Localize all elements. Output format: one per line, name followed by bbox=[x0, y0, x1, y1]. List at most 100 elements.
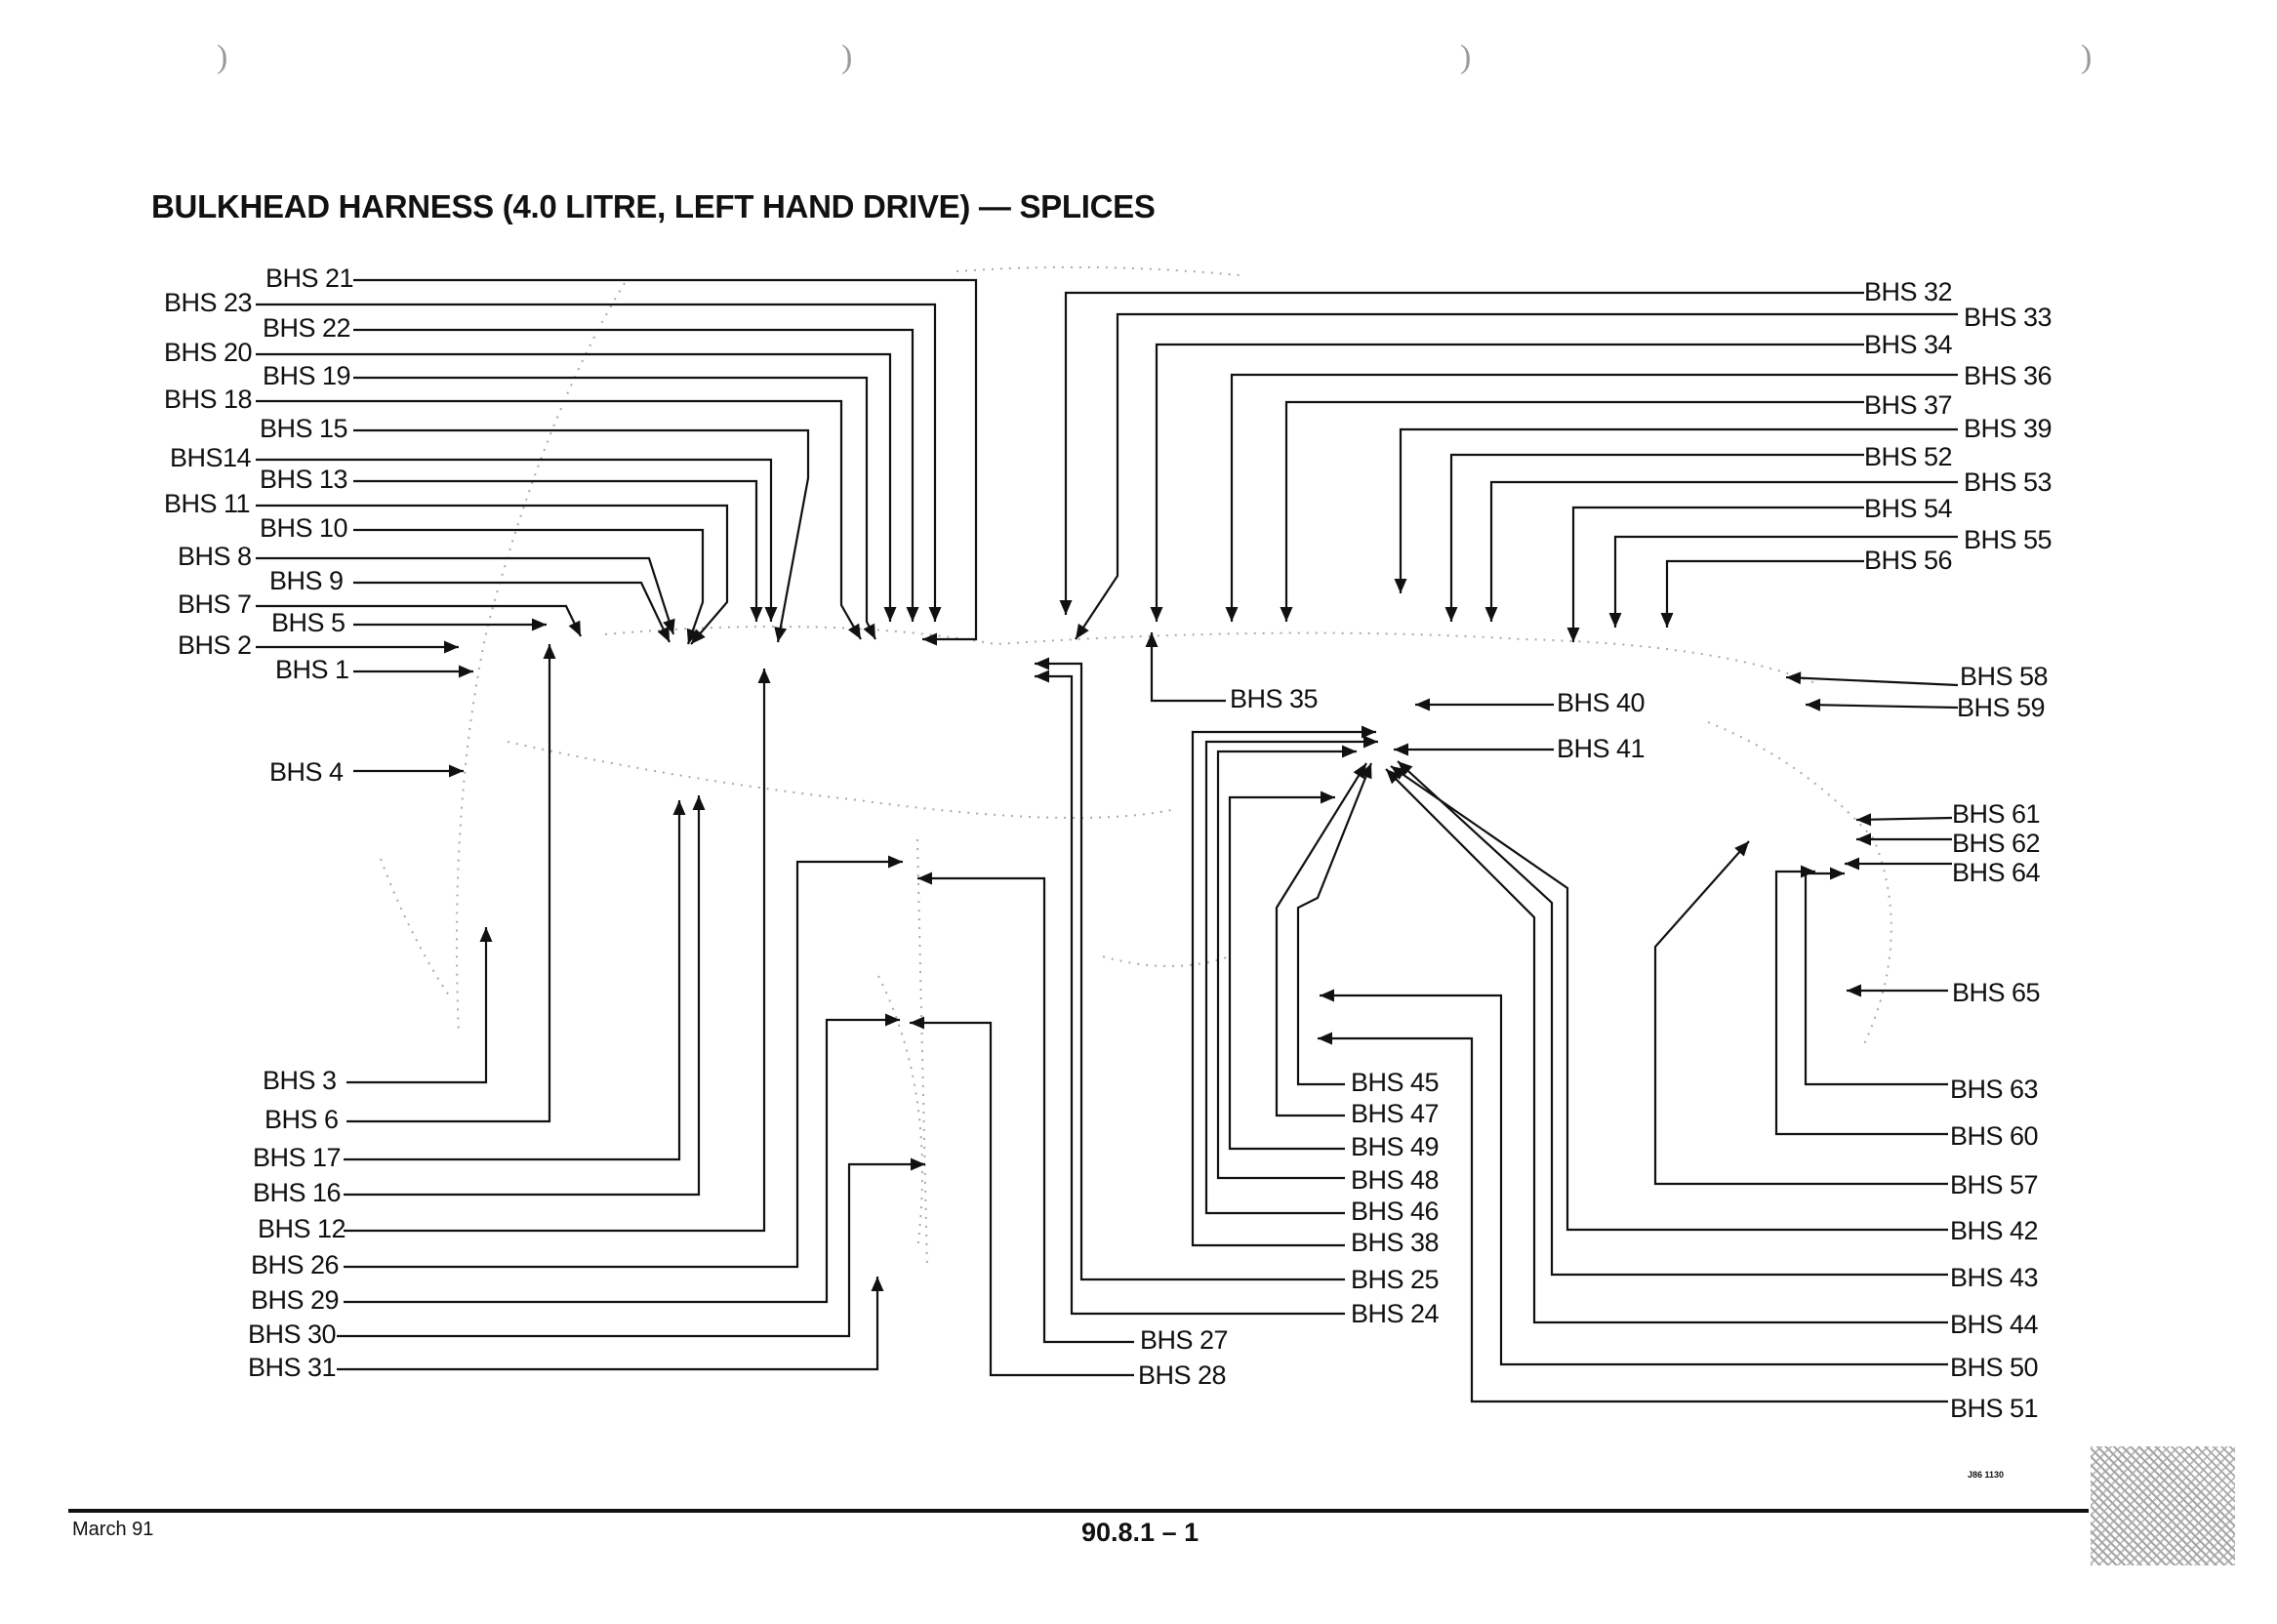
splice-bhs-16-arrow bbox=[692, 795, 706, 810]
splice-bhs-32-leader bbox=[1064, 291, 1864, 615]
splice-bhs-58-leader bbox=[1785, 675, 1959, 687]
splice-bhs-37-arrow bbox=[1280, 607, 1293, 622]
splice-bhs-24-leader bbox=[1035, 674, 1345, 1316]
splice-bhs-44-arrow bbox=[1386, 769, 1402, 785]
splice-bhs14-arrow bbox=[764, 607, 778, 622]
splice-bhs-13-arrow bbox=[750, 607, 763, 622]
splice-bhs-10-arrow bbox=[686, 628, 700, 644]
splice-bhs-7-label: BHS 7 bbox=[178, 589, 252, 619]
splice-bhs14-leader bbox=[256, 458, 773, 622]
splice-bhs-28-arrow bbox=[910, 1016, 924, 1030]
splice-bhs-27-arrow bbox=[917, 872, 932, 885]
splice-bhs-45-leader bbox=[1296, 762, 1373, 1086]
outline-trace bbox=[456, 282, 626, 1035]
splice-bhs-6-leader bbox=[346, 644, 551, 1123]
splice-bhs-46-leader bbox=[1204, 740, 1378, 1215]
splice-bhs-61-arrow bbox=[1856, 813, 1872, 827]
splice-bhs-20-arrow bbox=[883, 607, 897, 622]
splice-bhs-17-arrow bbox=[672, 800, 686, 815]
splice-bhs-29-arrow bbox=[885, 1013, 900, 1027]
splice-bhs-62-label: BHS 62 bbox=[1952, 829, 2040, 858]
splice-bhs-65-label: BHS 65 bbox=[1952, 978, 2040, 1007]
splice-bhs-49-label: BHS 49 bbox=[1351, 1132, 1439, 1161]
splice-bhs-24-label: BHS 24 bbox=[1351, 1299, 1440, 1328]
splice-bhs-43-leader bbox=[1397, 760, 1948, 1277]
splice-bhs-58-label: BHS 58 bbox=[1960, 662, 2048, 691]
splice-bhs-48-arrow bbox=[1342, 745, 1357, 758]
splice-bhs-10-label: BHS 10 bbox=[260, 513, 347, 543]
splice-bhs-8-leader bbox=[256, 556, 675, 635]
outline-trace bbox=[380, 858, 450, 996]
splice-bhs-40-label: BHS 40 bbox=[1557, 688, 1645, 717]
splice-bhs-5-label: BHS 5 bbox=[271, 608, 346, 637]
splice-bhs-11-label: BHS 11 bbox=[164, 489, 250, 518]
splice-bhs-49-leader bbox=[1228, 795, 1345, 1151]
splice-bhs-3-arrow bbox=[479, 927, 493, 942]
splice-bhs-32-label: BHS 32 bbox=[1864, 277, 1952, 306]
splice-bhs-60-label: BHS 60 bbox=[1950, 1121, 2038, 1151]
splice-bhs-56-leader bbox=[1665, 559, 1864, 628]
splice-bhs-35-leader bbox=[1150, 632, 1226, 703]
splice-bhs-52-leader bbox=[1449, 453, 1864, 622]
splice-bhs-17-label: BHS 17 bbox=[253, 1143, 341, 1172]
splice-bhs-36-leader bbox=[1230, 373, 1958, 622]
splice-bhs-12-label: BHS 12 bbox=[258, 1214, 346, 1243]
splice-bhs-55-leader bbox=[1613, 535, 1958, 628]
splice-bhs-25-leader bbox=[1035, 662, 1345, 1281]
splice-bhs-40-arrow bbox=[1415, 698, 1430, 711]
splice-bhs-38-arrow bbox=[1362, 725, 1376, 739]
splice-bhs-1-arrow bbox=[459, 665, 473, 678]
splice-bhs-6-arrow bbox=[543, 644, 556, 659]
splice-bhs-36-arrow bbox=[1225, 607, 1239, 622]
print-stamp bbox=[2091, 1446, 2235, 1565]
splice-bhs-6-label: BHS 6 bbox=[264, 1105, 339, 1134]
splice-bhs-57-label: BHS 57 bbox=[1950, 1170, 2038, 1199]
leader-lines bbox=[256, 278, 1959, 1403]
splice-bhs-44-leader bbox=[1385, 768, 1948, 1324]
splice-bhs-38-label: BHS 38 bbox=[1351, 1228, 1439, 1257]
splice-bhs-64-arrow bbox=[1845, 857, 1859, 871]
splice-bhs-4-arrow bbox=[449, 764, 464, 778]
splice-bhs-49-arrow bbox=[1321, 791, 1335, 804]
splice-bhs-51-label: BHS 51 bbox=[1950, 1394, 2038, 1423]
splice-bhs-33-leader bbox=[1075, 312, 1958, 640]
splice-bhs-26-leader bbox=[344, 860, 903, 1269]
splice-bhs-55-label: BHS 55 bbox=[1964, 525, 2052, 554]
splice-bhs-53-arrow bbox=[1484, 607, 1498, 622]
punch-mark: ) bbox=[841, 39, 853, 75]
splice-bhs-2-arrow bbox=[444, 640, 459, 654]
splice-bhs-19-label: BHS 19 bbox=[263, 361, 350, 390]
splice-bhs-47-label: BHS 47 bbox=[1351, 1099, 1439, 1128]
splice-bhs-45-label: BHS 45 bbox=[1351, 1068, 1439, 1097]
splice-bhs-52-label: BHS 52 bbox=[1864, 442, 1952, 471]
splice-bhs-26-label: BHS 26 bbox=[251, 1250, 339, 1279]
splice-bhs-57-leader bbox=[1653, 840, 1948, 1186]
splice-bhs-21-leader bbox=[353, 278, 978, 641]
splice-bhs-21-arrow bbox=[922, 632, 937, 646]
splice-bhs-58-arrow bbox=[1786, 671, 1802, 685]
splice-bhs-63-arrow bbox=[1830, 867, 1845, 880]
splice-bhs-48-label: BHS 48 bbox=[1351, 1165, 1439, 1195]
outline-trace bbox=[916, 838, 928, 1270]
splice-bhs-35-arrow bbox=[1145, 632, 1159, 647]
splice-bhs-15-leader bbox=[353, 428, 810, 643]
splice-bhs-3-label: BHS 3 bbox=[263, 1066, 337, 1095]
reference-code: J86 1130 bbox=[1968, 1470, 2005, 1480]
splice-bhs-28-leader bbox=[910, 1021, 1134, 1377]
splice-bhs-12-leader bbox=[344, 669, 766, 1233]
splice-bhs-18-label: BHS 18 bbox=[164, 385, 252, 414]
splice-bhs-23-label: BHS 23 bbox=[164, 288, 252, 317]
punch-mark: ) bbox=[2081, 39, 2093, 75]
splice-bhs-18-leader bbox=[256, 399, 862, 640]
splice-bhs-13-leader bbox=[353, 479, 758, 622]
splice-bhs-41-label: BHS 41 bbox=[1557, 734, 1645, 763]
splice-bhs-34-label: BHS 34 bbox=[1864, 330, 1953, 359]
splice-bhs-59-leader bbox=[1805, 703, 1959, 710]
splice-bhs-28-label: BHS 28 bbox=[1138, 1360, 1226, 1390]
outline-trace bbox=[956, 265, 1240, 276]
splice-bhs-61-leader bbox=[1855, 816, 1953, 822]
splice-bhs-13-label: BHS 13 bbox=[260, 465, 347, 494]
splice-bhs-20-leader bbox=[256, 352, 892, 622]
splice-bhs-52-arrow bbox=[1444, 607, 1458, 622]
